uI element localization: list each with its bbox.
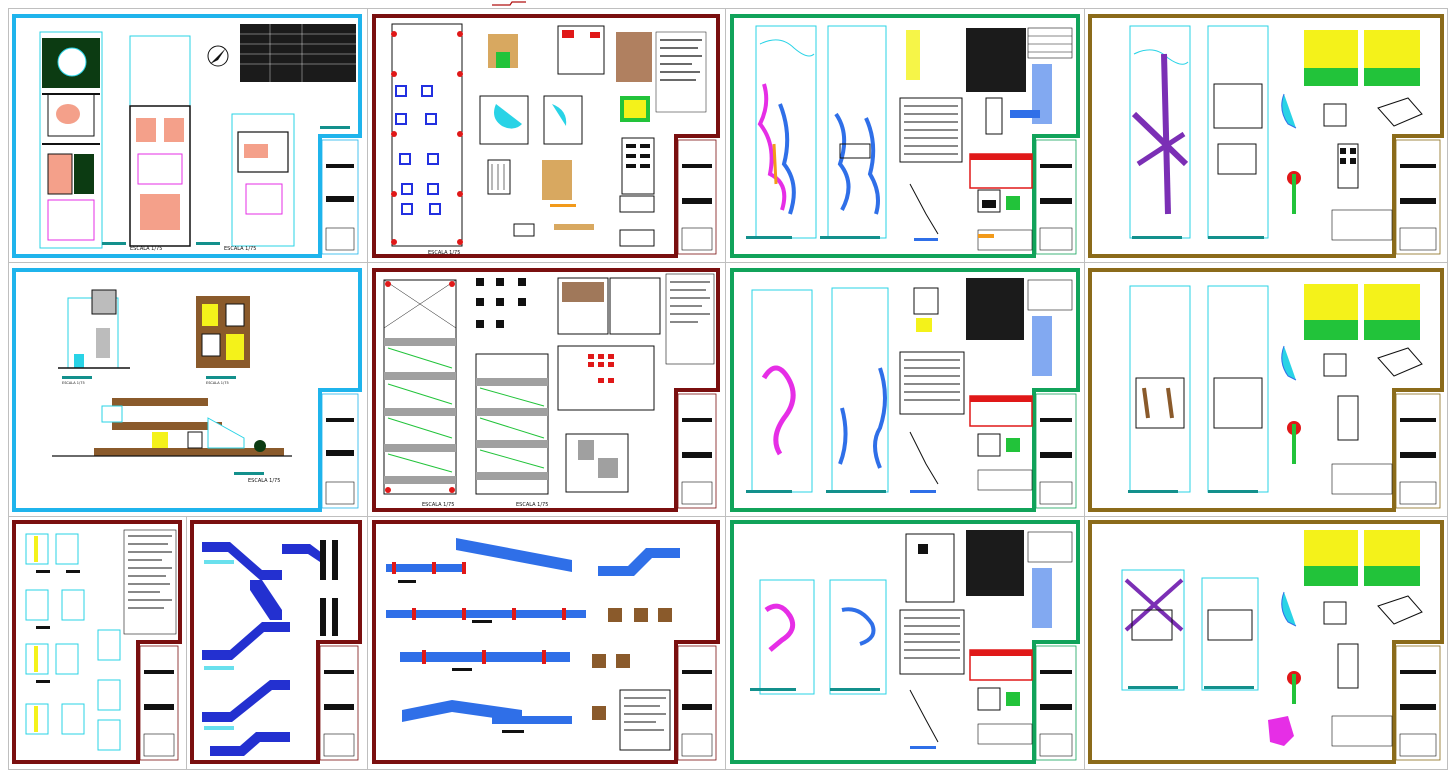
grid-line-h1: [8, 262, 1448, 263]
sheet-is3-sanitary[interactable]: [730, 520, 1080, 764]
sheet-e3b-stairs[interactable]: [190, 520, 362, 764]
sheet-e4-beams[interactable]: [372, 520, 720, 764]
title-block: [319, 645, 359, 761]
title-block: [321, 393, 359, 509]
sheet-a2-elevations[interactable]: ESCALA 1/75 ESCALA 1/75 ESCALA 1/75: [12, 268, 362, 512]
grid-line-outer-b: [8, 769, 1448, 770]
grid-line-v1: [367, 8, 368, 770]
title-block: [321, 139, 359, 255]
grid-line-h2: [8, 516, 1448, 517]
sheet-e3a-details[interactable]: [12, 520, 182, 764]
sheet-is2-sanitary[interactable]: [730, 268, 1080, 512]
title-block: [1395, 393, 1441, 509]
sheet-a1-plans[interactable]: ESCALA 1/75 ESCALA 1/75: [12, 14, 362, 258]
top-mark: [492, 1, 526, 6]
scale-label: ESCALA 1/75: [422, 502, 454, 508]
title-block: [677, 393, 717, 509]
title-block: [1035, 393, 1077, 509]
title-block: [1395, 645, 1441, 761]
title-block: [1035, 139, 1077, 255]
title-block: [677, 139, 717, 255]
title-block: [1035, 645, 1077, 761]
scale-label: ESCALA 1/75: [248, 478, 280, 484]
grid-line-v3: [1084, 8, 1085, 770]
sheet-e1-foundation[interactable]: ESCALA 1/75: [372, 14, 720, 258]
sheet-ie2-electric[interactable]: [1088, 268, 1444, 512]
grid-line-outer-l: [8, 8, 9, 770]
scale-label: ESCALA 1/75: [206, 381, 229, 385]
grid-line-v2: [725, 8, 726, 770]
grid-line-outer-r: [1447, 8, 1448, 770]
title-block: [677, 645, 717, 761]
scale-label: ESCALA 1/75: [428, 250, 460, 256]
sheet-is1-sanitary[interactable]: [730, 14, 1080, 258]
title-block: [1395, 139, 1441, 255]
scale-label: ESCALA 1/75: [62, 381, 85, 385]
sheet-ie1-electric[interactable]: [1088, 14, 1444, 258]
sheet-ie3-electric[interactable]: [1088, 520, 1444, 764]
title-block: [139, 645, 179, 761]
grid-line-v-small: [186, 516, 187, 770]
grid-line-outer: [8, 8, 1448, 9]
scale-label: ESCALA 1/75: [130, 246, 162, 252]
scale-label: ESCALA 1/75: [516, 502, 548, 508]
sheet-e2-slab[interactable]: ESCALA 1/75 ESCALA 1/75: [372, 268, 720, 512]
scale-label: ESCALA 1/75: [224, 246, 256, 252]
